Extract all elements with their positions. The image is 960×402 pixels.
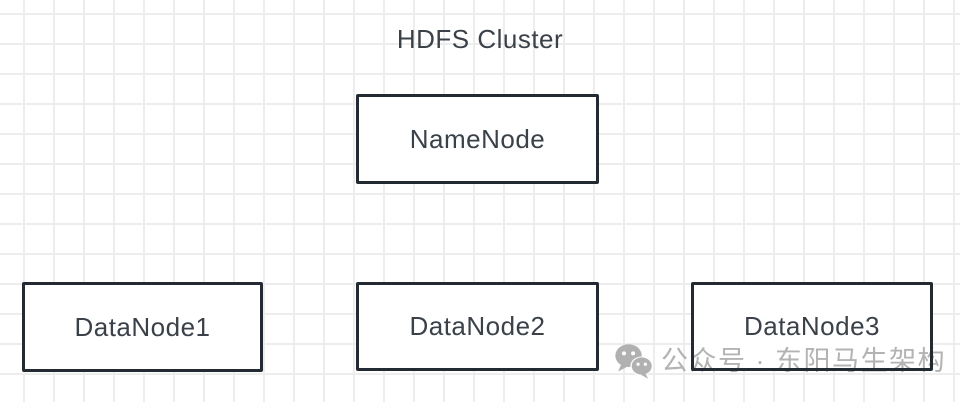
node-datanode2: DataNode2 [356,282,599,371]
node-label-namenode: NameNode [409,123,546,154]
diagram-title: HDFS Cluster [396,24,564,54]
node-datanode3: DataNode3 [691,282,933,371]
node-fill-datanode2 [356,282,599,371]
wechat-icon [615,344,654,379]
node-label-datanode2: DataNode2 [409,311,546,341]
node-datanode1: DataNode1 [22,282,263,372]
node-label-datanode1: DataNode1 [74,311,211,342]
node-label-datanode3: DataNode3 [743,311,881,341]
node-fill-datanode3 [691,282,933,371]
node-namenode: NameNode [356,94,599,184]
node-fill-datanode1 [22,282,263,372]
node-fill-namenode [356,94,599,184]
